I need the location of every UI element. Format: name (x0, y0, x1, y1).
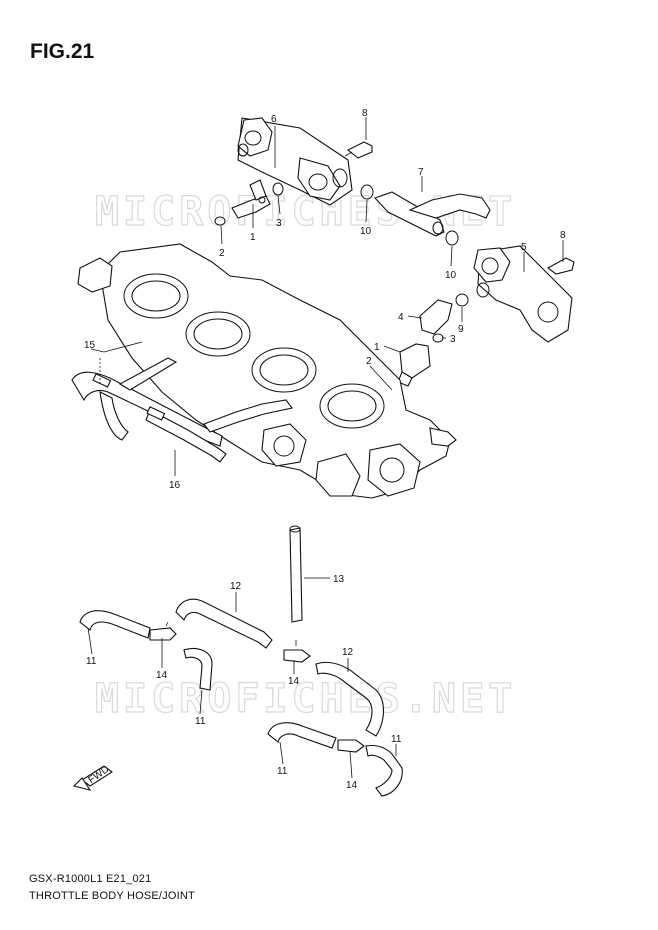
callout-3-upper: 3 (276, 218, 282, 229)
callout-2-lower: 2 (366, 356, 372, 367)
bolt-8-upper[interactable] (344, 141, 373, 159)
hose-13[interactable] (289, 525, 303, 623)
hose-11-lower-left[interactable] (267, 722, 337, 749)
vacuum-hose-harness-16[interactable] (71, 357, 293, 463)
bolt-8-right[interactable] (546, 257, 575, 275)
fuel-delivery-pipe-left[interactable] (237, 117, 353, 206)
callout-8-upper: 8 (362, 108, 368, 119)
o-ring-3-lower[interactable] (432, 333, 444, 343)
callout-10-upper: 10 (360, 226, 372, 237)
fwd-badge-label: FWD (86, 764, 111, 786)
callout-13: 13 (333, 574, 345, 585)
o-ring-2-upper[interactable] (214, 216, 226, 226)
hose-11-mid[interactable] (183, 647, 213, 691)
fuel-injector-1-upper[interactable] (231, 179, 271, 219)
callout-12-right: 12 (342, 647, 354, 658)
callout-11-upper-left: 11 (86, 656, 97, 667)
hose-11-lower-right[interactable] (365, 744, 403, 797)
fuel-injector-1-lower[interactable] (397, 343, 431, 387)
callout-6: 6 (271, 114, 277, 125)
o-ring-10-lower[interactable] (445, 230, 459, 246)
fuel-delivery-pipe-right[interactable] (473, 245, 573, 343)
callout-7: 7 (418, 167, 424, 178)
o-ring-3-upper[interactable] (272, 182, 284, 196)
joint-14-left[interactable] (149, 621, 177, 641)
callout-2-upper: 2 (219, 248, 225, 259)
hose-11-upper-left[interactable] (79, 610, 151, 639)
callout-11-mid: 11 (195, 716, 206, 727)
callout-14-right: 14 (346, 780, 358, 791)
hose-12-right[interactable] (315, 661, 385, 737)
hose-12-left[interactable] (175, 598, 273, 649)
callout-16: 16 (169, 480, 181, 491)
callout-3-lower: 3 (450, 334, 456, 345)
callout-12-left: 12 (230, 581, 242, 592)
callout-5: 5 (521, 242, 527, 253)
section-name: THROTTLE BODY HOSE/JOINT (29, 890, 195, 902)
watermark-bottom: MICROFICHES.NET (95, 676, 516, 722)
callout-4: 4 (398, 312, 404, 323)
fuel-feed-joint-7[interactable] (374, 191, 491, 237)
figure-title: FIG.21 (30, 40, 95, 63)
callout-11-lower-left: 11 (277, 766, 288, 777)
callout-11-lower-right: 11 (391, 734, 402, 745)
fuel-joint-4[interactable] (419, 299, 453, 335)
callout-14-mid: 14 (288, 676, 300, 687)
callout-9: 9 (458, 324, 464, 335)
model-code: GSX-R1000L1 E21_021 (29, 873, 152, 885)
callout-10-lower: 10 (445, 270, 457, 281)
callout-15: 15 (84, 340, 96, 351)
leader-lines (87, 117, 564, 779)
forward-direction-badge: FWD (72, 764, 113, 791)
callout-14-left: 14 (156, 670, 168, 681)
joint-14-right[interactable] (337, 739, 365, 753)
callout-8-right: 8 (560, 230, 566, 241)
joint-14-mid[interactable] (283, 640, 311, 663)
callout-1-upper: 1 (250, 232, 256, 243)
o-ring-10-upper[interactable] (360, 184, 374, 200)
throttle-body-assembly[interactable] (77, 243, 457, 499)
o-ring-9[interactable] (455, 293, 469, 307)
callout-1-lower: 1 (374, 342, 380, 353)
